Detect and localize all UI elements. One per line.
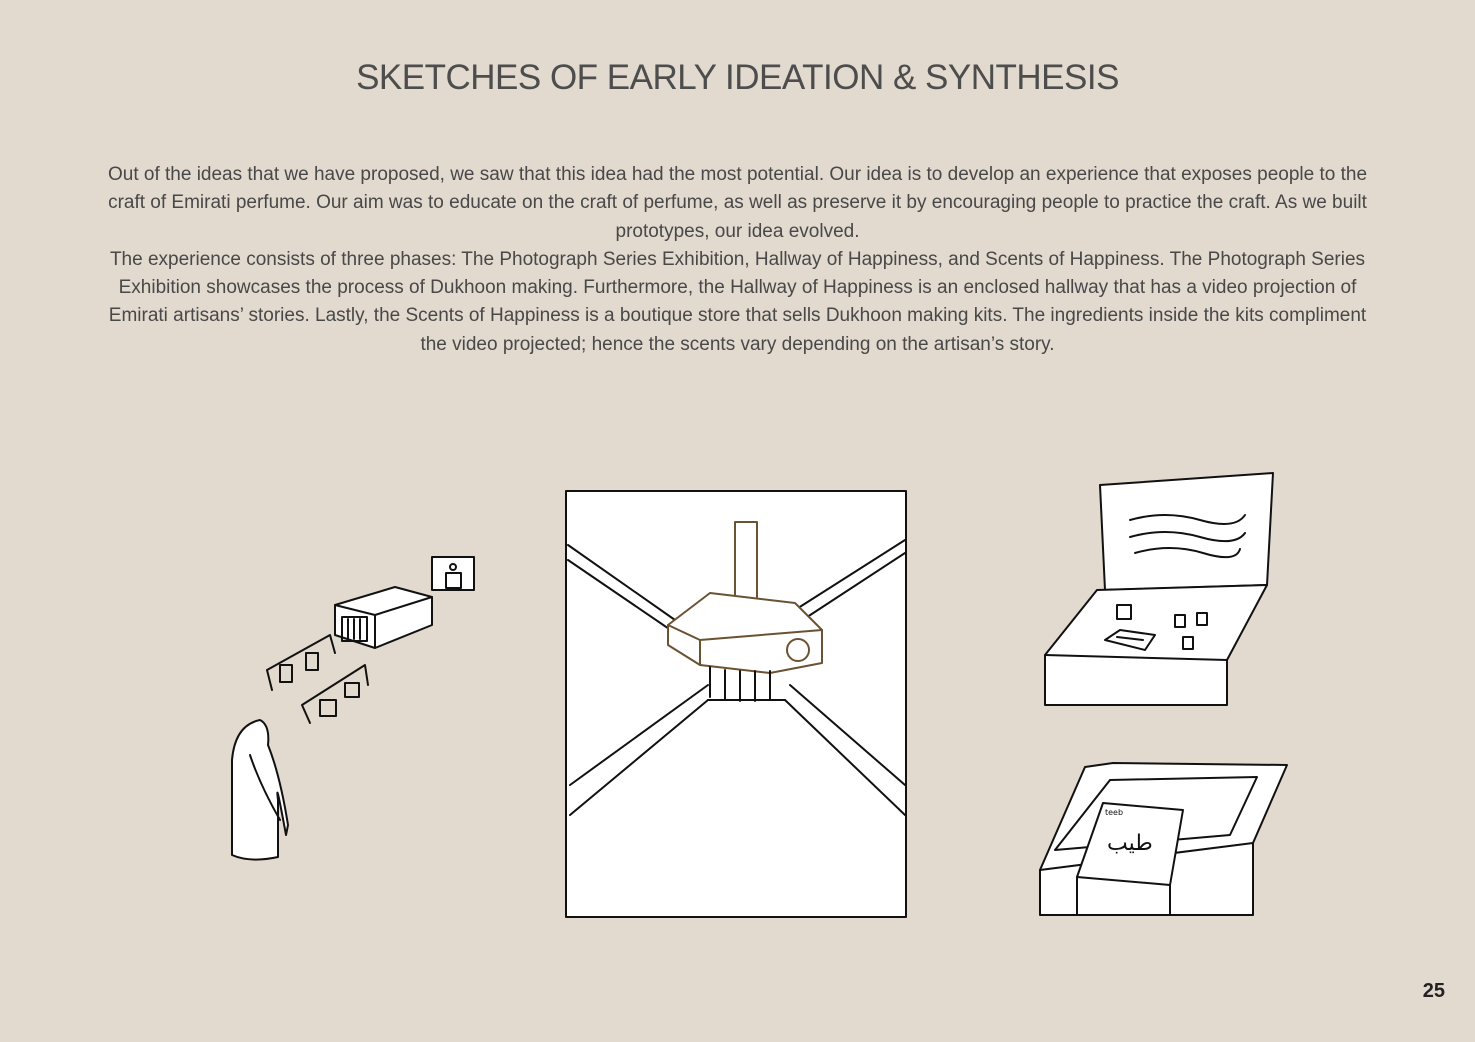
paragraph-line: Emirati artisans’ stories. Lastly, the S…	[108, 305, 1367, 327]
page-title: SKETCHES OF EARLY IDEATION & SYNTHESIS	[356, 58, 1119, 97]
box-label-arabic: طيب	[1107, 831, 1153, 856]
sketch-kit-boxes: teeb طيب	[1039, 472, 1288, 916]
page-number: 25	[1422, 980, 1445, 1002]
sketch-exhibition	[231, 556, 475, 861]
intro-paragraph: Out of the ideas that we have proposed, …	[40, 161, 1435, 359]
paragraph-line: prototypes, our idea evolved.	[615, 220, 860, 242]
paragraph-line: The experience consists of three phases:…	[109, 248, 1366, 270]
paragraph-line: the video projected; hence the scents va…	[420, 333, 1055, 355]
sketch-hallway	[565, 490, 907, 918]
paragraph-line: Exhibition showcases the process of Dukh…	[118, 277, 1357, 299]
box-label-small: teeb	[1105, 808, 1123, 817]
paragraph-line: Out of the ideas that we have proposed, …	[107, 164, 1368, 185]
paragraph-line: craft of Emirati perfume. Our aim was to…	[108, 192, 1367, 214]
